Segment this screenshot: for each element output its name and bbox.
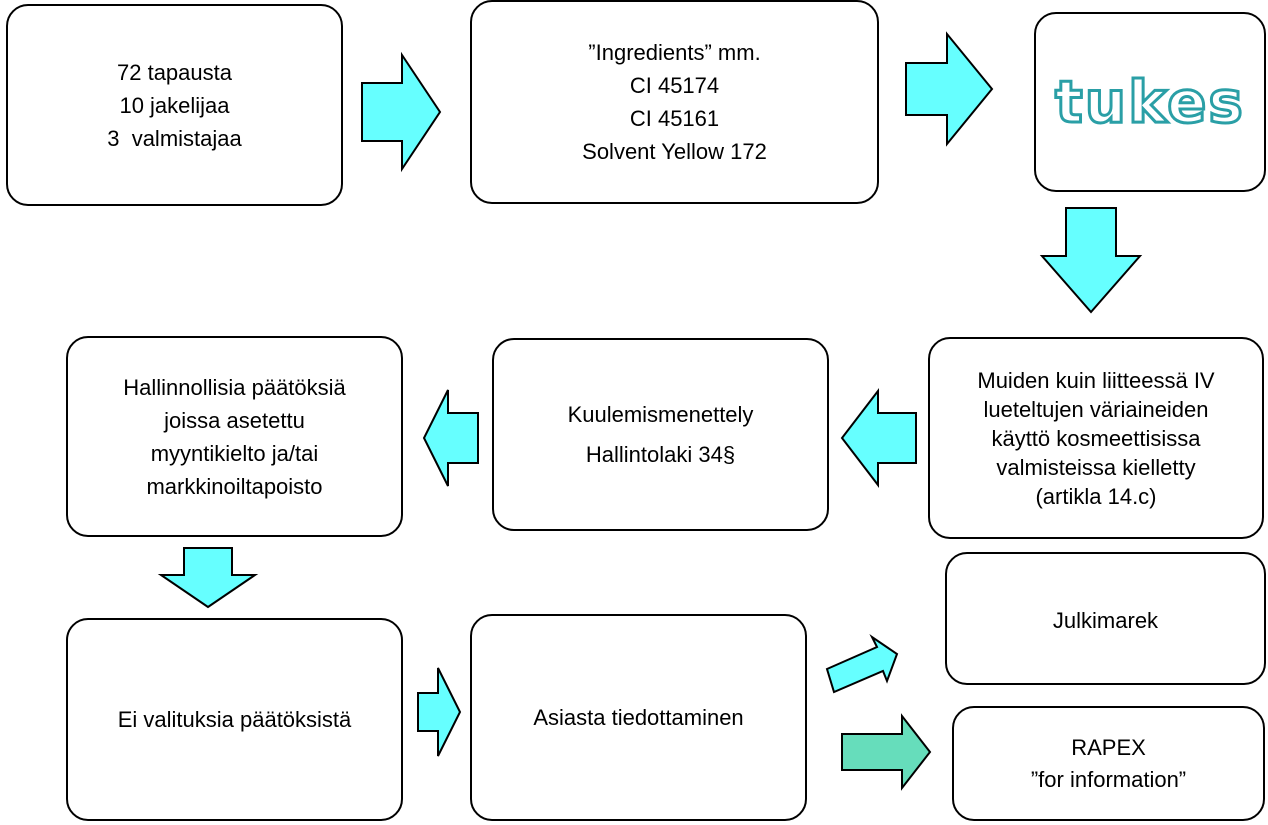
decisions-line: myyntikielto ja/tai [150,440,319,466]
rapex-box: RAPEX ”for information” [952,706,1265,821]
arrow-cases-to-ingredients [361,51,442,173]
informing-box: Asiasta tiedottaminen [470,614,807,821]
ban-line: käyttö kosmeettisissa [991,425,1201,451]
rapex-line: RAPEX [1071,734,1146,760]
decisions-box: Hallinnollisia päätöksiä joissa asetettu… [66,336,403,537]
ingredients-line: Solvent Yellow 172 [582,139,767,164]
ingredients-box: ”Ingredients” mm. CI 45174 CI 45161 Solv… [470,0,879,204]
arrow-no-appeals-to-informing [417,667,462,757]
decisions-line: Hallinnollisia päätöksiä [123,374,346,400]
ingredients-line: ”Ingredients” mm. [588,40,761,65]
ban-line: valmisteissa kielletty [996,454,1196,480]
hearing-line: Kuulemismenettely [567,401,754,427]
cases-box: 72 tapausta 10 jakelijaa 3 valmistajaa [6,4,343,206]
hearing-box: Kuulemismenettely Hallintolaki 34§ [492,338,829,531]
hearing-line: Hallintolaki 34§ [585,441,736,467]
ban-line: Muiden kuin liitteessä IV [977,367,1215,393]
no-appeals-box: Ei valituksia päätöksistä [66,618,403,821]
decisions-line: markkinoiltapoisto [146,473,323,499]
no-appeals-line: Ei valituksia päätöksistä [117,707,352,732]
julkimarek-line: Julkimarek [1052,608,1159,633]
arrow-hearing-to-decisions [422,389,479,487]
arrow-informing-to-rapex [841,713,932,791]
julkimarek-box: Julkimarek [945,552,1266,685]
ingredients-line: CI 45174 [629,73,720,98]
rapex-line: ”for information” [1030,766,1187,792]
arrow-decisions-to-no-appeals [157,547,259,609]
tukes-logo-box: tukes [1034,12,1266,192]
cases-line: 3 valmistajaa [107,125,242,151]
arrow-ingredients-to-logo [905,31,994,147]
decisions-line: joissa asetettu [164,407,305,433]
tukes-logo: tukes [1054,68,1245,136]
arrow-ban-to-hearing [840,388,917,488]
arrow-informing-to-julkimarek [825,634,899,694]
cases-line: 10 jakelijaa [119,92,230,118]
ban-box: Muiden kuin liitteessä IV lueteltujen vä… [928,337,1264,539]
arrow-logo-to-ban [1039,207,1143,314]
ingredients-line: CI 45161 [629,106,720,131]
informing-line: Asiasta tiedottaminen [533,705,744,730]
cases-line: 72 tapausta [117,59,232,85]
ban-line: (artikla 14.c) [1035,483,1157,509]
ban-line: lueteltujen väriaineiden [983,396,1209,422]
